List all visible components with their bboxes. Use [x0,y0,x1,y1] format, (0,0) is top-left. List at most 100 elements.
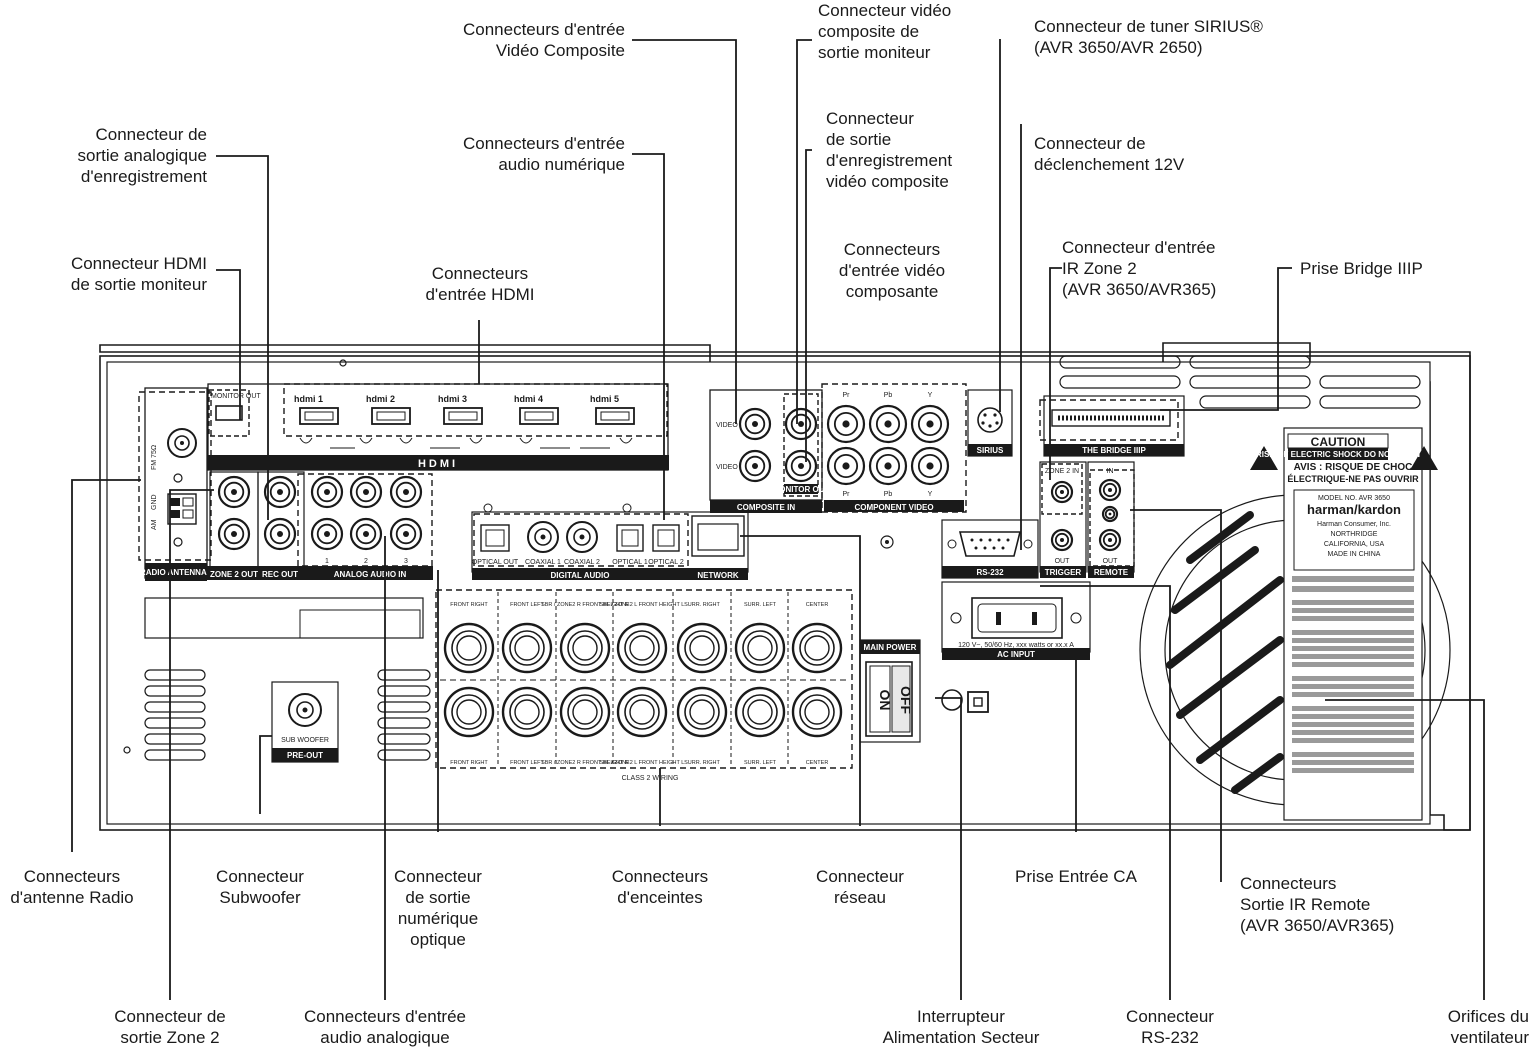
comp-pr-top: Pr [843,392,851,399]
monitor-out-hdmi-label: MONITOR OUT [211,393,261,400]
rca-jack-component-4 [868,446,908,486]
speaker-terminal-top-2 [559,622,611,674]
analog-num-1: 1 [325,558,329,565]
callout-subwoofer: Connecteur Subwoofer [216,867,304,907]
company-line3: CALIFORNIA, USA [1324,541,1385,548]
rca-jack-analog-2 [263,475,297,509]
leader-lines [71,39,1485,1000]
component-video-block: COMPONENT VIDEO Pr Pb Y Pr Pb Y [821,383,967,513]
rca-jack-component-5 [910,446,950,486]
switch-off-label: OFF [898,686,914,714]
callout-declenchement-12v: Connecteur de déclenchement 12V [1034,134,1185,174]
callout-antenne-radio: Connecteurs d'antenne Radio [10,867,134,907]
caution-sub: RISK OF ELECTRIC SHOCK DO NOT OPEN [1256,450,1420,459]
in-label: IN [1107,468,1114,475]
radio-antennas-label: RADIO ANTENNAS [140,568,213,577]
trigger-out-jack [1050,528,1074,552]
speaker-bottom-label-0: FRONT RIGHT [450,760,488,766]
fm-label: FM 75Ω [151,445,158,470]
speaker-top-label-2: SBR / ZONE2 R FRONT HEIGHT R [541,602,629,608]
callout-ir-zone2: Connecteur d'entrée IR Zone 2 (AVR 3650/… [1062,238,1217,299]
analog-num-2: 2 [364,558,368,565]
speaker-bottom-label-6: CENTER [806,760,829,766]
video-label-1: VIDEO [716,422,738,429]
analog-audio-in-label: ANALOG AUDIO IN [334,570,407,579]
model-label: MODEL NO. AVR 3650 [1318,495,1390,502]
hdmi-port-label-5: hdmi 5 [590,394,619,404]
zone2-in-jack [1050,480,1074,504]
rca-jack-composite-2 [784,407,818,441]
callout-reseau: Connecteur réseau [816,867,904,907]
main-power-block: MAIN POWER ON OFF [859,535,989,743]
hdmi-port-3 [443,407,483,425]
optical-2-label: OPTICAL 2 [648,559,684,566]
speaker-terminal-bottom-5 [734,686,786,738]
callout-rs232: Connecteur RS-232 [1126,1007,1214,1047]
rca-jack-component-1 [868,404,908,444]
coaxial-2-label: COAXIAL 2 [564,559,600,566]
speaker-terminal-top-1 [501,622,553,674]
speaker-top-label-0: FRONT RIGHT [450,602,488,608]
hdmi-port-5 [595,407,635,425]
video-label-2: VIDEO [716,464,738,471]
trigger-out-label: OUT [1055,558,1071,565]
analog-num-3: 3 [404,558,408,565]
speaker-bottom-label-3: SBL / ZONE2 L FRONT HEIGHT L [600,760,685,766]
callout-entree-audio-numerique: Connecteurs d'entrée audio numérique [462,134,625,174]
hdmi-port-label-2: hdmi 2 [366,394,395,404]
speaker-bottom-label-1: FRONT LEFT [510,760,544,766]
company-line1: Harman Consumer, Inc. [1317,521,1391,528]
speaker-top-label-5: SURR. LEFT [744,602,777,608]
rca-jack-analog-6 [349,475,383,509]
speaker-terminal-bottom-1 [501,686,553,738]
rca-jack-composite-0 [738,407,772,441]
callout-entree-hdmi: Connecteurs d'entrée HDMI [425,264,535,304]
remote-out-jack [1098,528,1122,552]
remote-in-jack [1098,478,1122,502]
avis-line1: AVIS : RISQUE DE CHOC [1294,462,1413,473]
rca-jack-analog-7 [349,517,383,551]
trigger-label: TRIGGER [1045,568,1082,577]
zone2-in-label: ZONE 2 IN [1045,468,1079,475]
callout-entree-audio-analogique: Connecteurs d'entrée audio analogique [303,1007,466,1047]
company-line2: NORTHRIDGE [1331,531,1378,538]
hdmi-port-4 [519,407,559,425]
callout-bridge-iiip: Prise Bridge IIIP [1300,259,1423,278]
comp-pr-bottom: Pr [843,491,851,498]
gnd-label: GND [151,494,158,510]
speaker-terminal-top-6 [791,622,843,674]
rca-jack-analog-4 [310,475,344,509]
chassis [99,342,1471,831]
remote-label: REMOTE [1094,568,1129,577]
rca-jack-analog-3 [263,517,297,551]
control-block: ZONE 2 IN IN OUT OUT TRIGGER REMOTE [1039,461,1135,578]
speaker-terminal-bottom-6 [791,686,843,738]
speaker-bottom-label-2: SBR / ZONE2 R FRONT HEIGHT R [541,760,629,766]
bridge-label: THE BRIDGE IIIP [1082,446,1146,455]
rca-jack-composite-3 [784,449,818,483]
ac-input-label: AC INPUT [997,650,1035,659]
ac-rating-label: 120 V~, 50/60 Hz, xxx watts or xx.x A [958,642,1074,649]
composite-video-block: COMPOSITE IN VIDEO VIDEO MONITOR OUT [709,389,830,513]
rca-jack-component-0 [826,404,866,444]
coaxial-1-label: COAXIAL 1 [525,559,561,566]
rca-jack-analog-8 [389,475,423,509]
callout-sortie-zone2: Connecteur de sortie Zone 2 [114,1007,226,1047]
component-video-label: COMPONENT VIDEO [854,503,933,512]
callout-sortie-numerique-optique: Connecteur de sortie numérique optique [394,867,482,949]
hdmi-port-label-4: hdmi 4 [514,394,543,404]
subwoofer-block: SUB WOOFER PRE-OUT [271,681,339,763]
callout-sortie-analogique-enr: Connecteur de sortie analogique d'enregi… [77,125,207,186]
callout-sortie-ir-remote: Connecteurs Sortie IR Remote (AVR 3650/A… [1240,874,1395,935]
hdmi-port-1 [299,407,339,425]
company-line4: MADE IN CHINA [1328,551,1381,558]
rca-jack-component-3 [826,446,866,486]
pre-out-label: PRE-OUT [287,751,323,760]
callout-interrupteur: Interrupteur Alimentation Secteur [882,1007,1040,1047]
speaker-top-label-3: SBL / ZONE2 L FRONT HEIGHT L [600,602,685,608]
digital-audio-label: DIGITAL AUDIO [551,571,610,580]
optical-out-label: OPTICAL OUT [472,559,519,566]
monitor-out-composite-label: MONITOR OUT [773,485,830,494]
